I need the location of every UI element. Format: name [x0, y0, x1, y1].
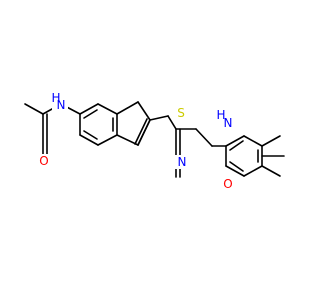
bond-phenyl-methyl-top — [261, 135, 281, 147]
bond-benzene-inner-0 — [83, 109, 98, 119]
bond-c2-n-double-b — [134, 118, 148, 145]
bond-methyl-carbonyl — [24, 103, 44, 115]
bond-phenyl-0 — [225, 135, 245, 147]
atom-label-thiazole-nitrogen: N — [178, 155, 187, 169]
bond-c-s — [116, 101, 139, 115]
bond-n-c — [116, 134, 139, 146]
chemical-structure: H N O S N H N O O Cl — [24, 91, 285, 191]
atom-label-amide-oxygen: O — [223, 177, 232, 191]
bond-phenyl-inner-0 — [229, 140, 244, 151]
atom-label-thiazole-sulfur: S — [177, 106, 185, 120]
bond-c2-nh — [149, 115, 169, 121]
bond-phenyl-1 — [243, 135, 263, 147]
bond-benzene-4 — [79, 134, 99, 146]
bond-benzene-inner-2 — [83, 130, 98, 140]
bond-s-c2 — [137, 101, 151, 121]
atom-label-acetyl-oxygen: O — [39, 154, 48, 168]
bond-benzene-1 — [97, 103, 118, 115]
bond-phenyl-inner-2 — [229, 161, 244, 172]
bond-phenyl-3 — [243, 165, 263, 177]
atom-labels-layer: H N O S N H N O O Cl — [37, 91, 238, 191]
bond-phenyl-4 — [225, 165, 245, 177]
bond-nh-carbonyl — [167, 115, 177, 130]
atom-label-nh-acetamide-n: N — [57, 98, 66, 112]
atom-label-nh-amide-h: H — [216, 108, 225, 122]
bond-benzene-3 — [97, 134, 118, 146]
bond-benzene-0 — [79, 103, 99, 115]
structure-canvas: H N O S N H N O O Cl — [24, 91, 285, 191]
bond-ch2-o — [195, 128, 213, 147]
bonds-layer — [24, 101, 285, 178]
atom-label-nh-acetamide-h: H — [51, 91, 60, 105]
bond-c2-n-double-a — [137, 119, 151, 146]
atom-label-nh-amide-n: N — [224, 116, 233, 130]
bond-phenyl-methyl-bottom — [261, 165, 281, 177]
